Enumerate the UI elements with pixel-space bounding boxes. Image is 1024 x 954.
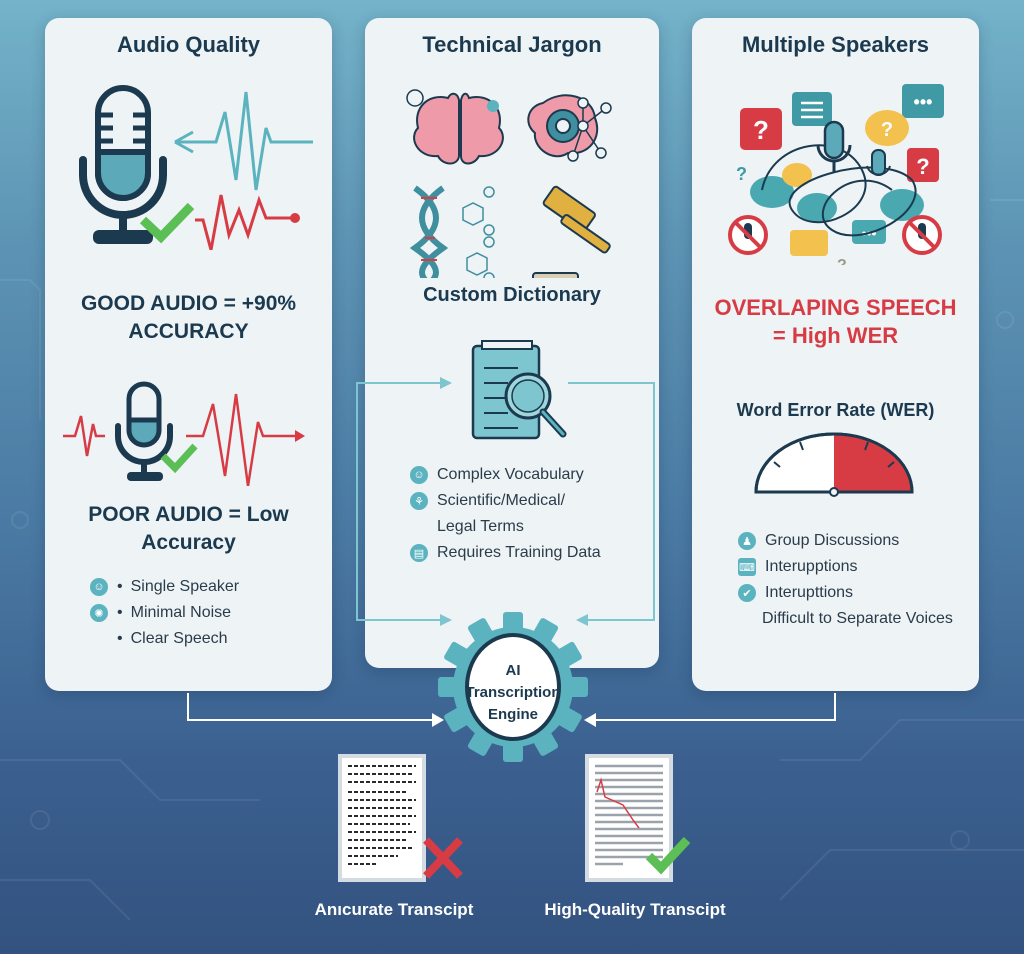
list-item: • Clear Speech xyxy=(117,630,228,647)
audio-quality-card: Audio Quality GOOD AUDIO = +90% ACCURACY… xyxy=(45,18,332,691)
noise-icon: ✺ xyxy=(90,604,108,622)
dictionary-search-icon xyxy=(471,340,567,440)
engine-label: AI Transcription Engine xyxy=(465,662,561,723)
list-item: ♟ Group Discussions xyxy=(738,528,953,554)
group-icon: ♟ xyxy=(738,532,756,550)
inaccurate-transcript-icon xyxy=(338,754,463,882)
list-item: Legal Terms xyxy=(437,518,524,535)
brain-gear-network-icon xyxy=(527,94,612,162)
technical-jargon-title: Technical Jargon xyxy=(422,32,602,57)
poor-audio-statement: POOR AUDIO = Low Accuracy xyxy=(88,503,289,554)
wer-gauge-icon xyxy=(754,432,914,497)
no-mic-icon xyxy=(902,215,942,255)
jargon-factors-list: ☺ Complex Vocabulary ⚘ Scientific/Medica… xyxy=(410,462,601,566)
custom-dictionary-title: Custom Dictionary xyxy=(423,284,601,306)
person-icon: ☺ xyxy=(90,578,108,596)
technical-jargon-card: Technical Jargon xyxy=(365,18,659,668)
svg-text:?: ? xyxy=(736,164,747,184)
svg-text:?: ? xyxy=(753,115,769,145)
good-microphone-icon xyxy=(79,85,313,250)
brain-icon xyxy=(406,89,504,165)
svg-text:?: ? xyxy=(837,257,847,265)
inaccurate-transcript-label: Anıcurate Transcipt xyxy=(314,900,474,919)
no-mic-icon xyxy=(728,215,768,255)
training-data-icon: ▤ xyxy=(410,544,428,562)
audio-quality-title: Audio Quality xyxy=(117,32,260,57)
multiple-speakers-card: Multiple Speakers ? ••• ? ? ? ••• ? OVER… xyxy=(692,18,979,691)
list-item: ⚘ Scientific/Medical/ xyxy=(410,488,601,514)
gavel-icon xyxy=(532,185,611,278)
high-quality-transcript-icon xyxy=(585,754,691,882)
ai-transcription-engine: AI Transcription Engine xyxy=(438,612,588,762)
check-mark-icon xyxy=(645,836,691,875)
poor-microphone-icon xyxy=(63,381,305,486)
overlapping-speech-statement: OVERLAPING SPEECH = High WER xyxy=(714,295,957,348)
svg-text:?: ? xyxy=(916,154,929,179)
x-mark-icon xyxy=(423,837,463,879)
gear-icon xyxy=(438,612,588,762)
svg-text:?: ? xyxy=(881,119,893,141)
vocabulary-icon: ☺ xyxy=(410,466,428,484)
high-quality-transcript-label: High-Quality Transcipt xyxy=(544,900,726,919)
good-audio-statement: GOOD AUDIO = +90% ACCURACY xyxy=(80,292,297,343)
list-item: ▤ Requires Training Data xyxy=(410,540,601,566)
science-icon: ⚘ xyxy=(410,492,428,510)
list-item: ✔ Interupttions xyxy=(738,580,953,606)
multiple-speakers-title: Multiple Speakers xyxy=(741,32,930,57)
audio-factors-list: ☺ • Single Speaker ✺ • Minimal Noise • C… xyxy=(90,574,239,652)
check-badge-icon: ✔ xyxy=(738,584,756,602)
speaker-factors-list: ♟ Group Discussions ⌨ Interupptions ✔ In… xyxy=(738,528,953,632)
jargon-icons-grid xyxy=(406,89,612,278)
interruption-icon: ⌨ xyxy=(738,558,756,576)
list-item: Difficult to Separate Voices xyxy=(762,610,953,627)
overlapping-speech-icon: ? ••• ? ? ? ••• ? xyxy=(728,84,944,265)
list-item: ☺ Complex Vocabulary xyxy=(410,462,601,488)
list-item: ⌨ Interupptions xyxy=(738,558,858,576)
svg-text:•••: ••• xyxy=(914,92,933,112)
dna-molecule-icon xyxy=(409,185,495,278)
wer-gauge-title: Word Error Rate (WER) xyxy=(736,400,935,420)
list-item: ✺ • Minimal Noise xyxy=(90,600,239,626)
list-item: ☺ • Single Speaker xyxy=(90,574,239,600)
